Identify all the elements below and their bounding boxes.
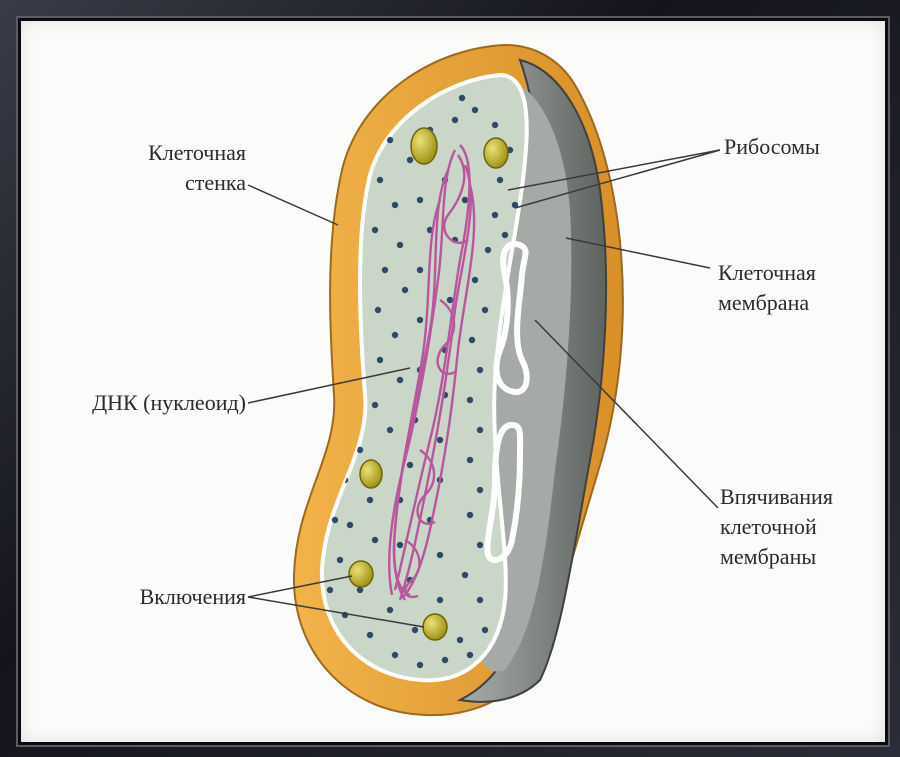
label-invaginations-line-2: клеточной bbox=[720, 512, 833, 542]
label-ribosomes: Рибосомы bbox=[724, 132, 820, 162]
label-ribosomes-text: Рибосомы bbox=[724, 132, 820, 162]
label-inclusions-text: Включения bbox=[60, 582, 246, 612]
inclusion-granule bbox=[411, 128, 437, 164]
label-dna: ДНК (нуклеоид) bbox=[30, 388, 246, 418]
label-cell-wall: Клеточная стенка bbox=[96, 138, 246, 198]
inclusion-granule bbox=[423, 614, 447, 640]
label-cell-membrane: Клеточная мембрана bbox=[718, 258, 816, 318]
label-inclusions: Включения bbox=[60, 582, 246, 612]
label-cell-membrane-line-1: Клеточная bbox=[718, 258, 816, 288]
label-invaginations-line-3: мембраны bbox=[720, 542, 833, 572]
label-invaginations: Впячивания клеточной мембраны bbox=[720, 482, 833, 572]
label-cell-wall-line-2: стенка bbox=[96, 168, 246, 198]
inclusion-granule bbox=[349, 561, 373, 587]
label-cell-membrane-line-2: мембрана bbox=[718, 288, 816, 318]
leader-line-cell-wall bbox=[248, 185, 338, 225]
label-dna-text: ДНК (нуклеоид) bbox=[30, 388, 246, 418]
label-cell-wall-line-1: Клеточная bbox=[96, 138, 246, 168]
label-invaginations-line-1: Впячивания bbox=[720, 482, 833, 512]
inclusion-granule bbox=[360, 460, 382, 488]
inclusion-granule bbox=[484, 138, 508, 168]
